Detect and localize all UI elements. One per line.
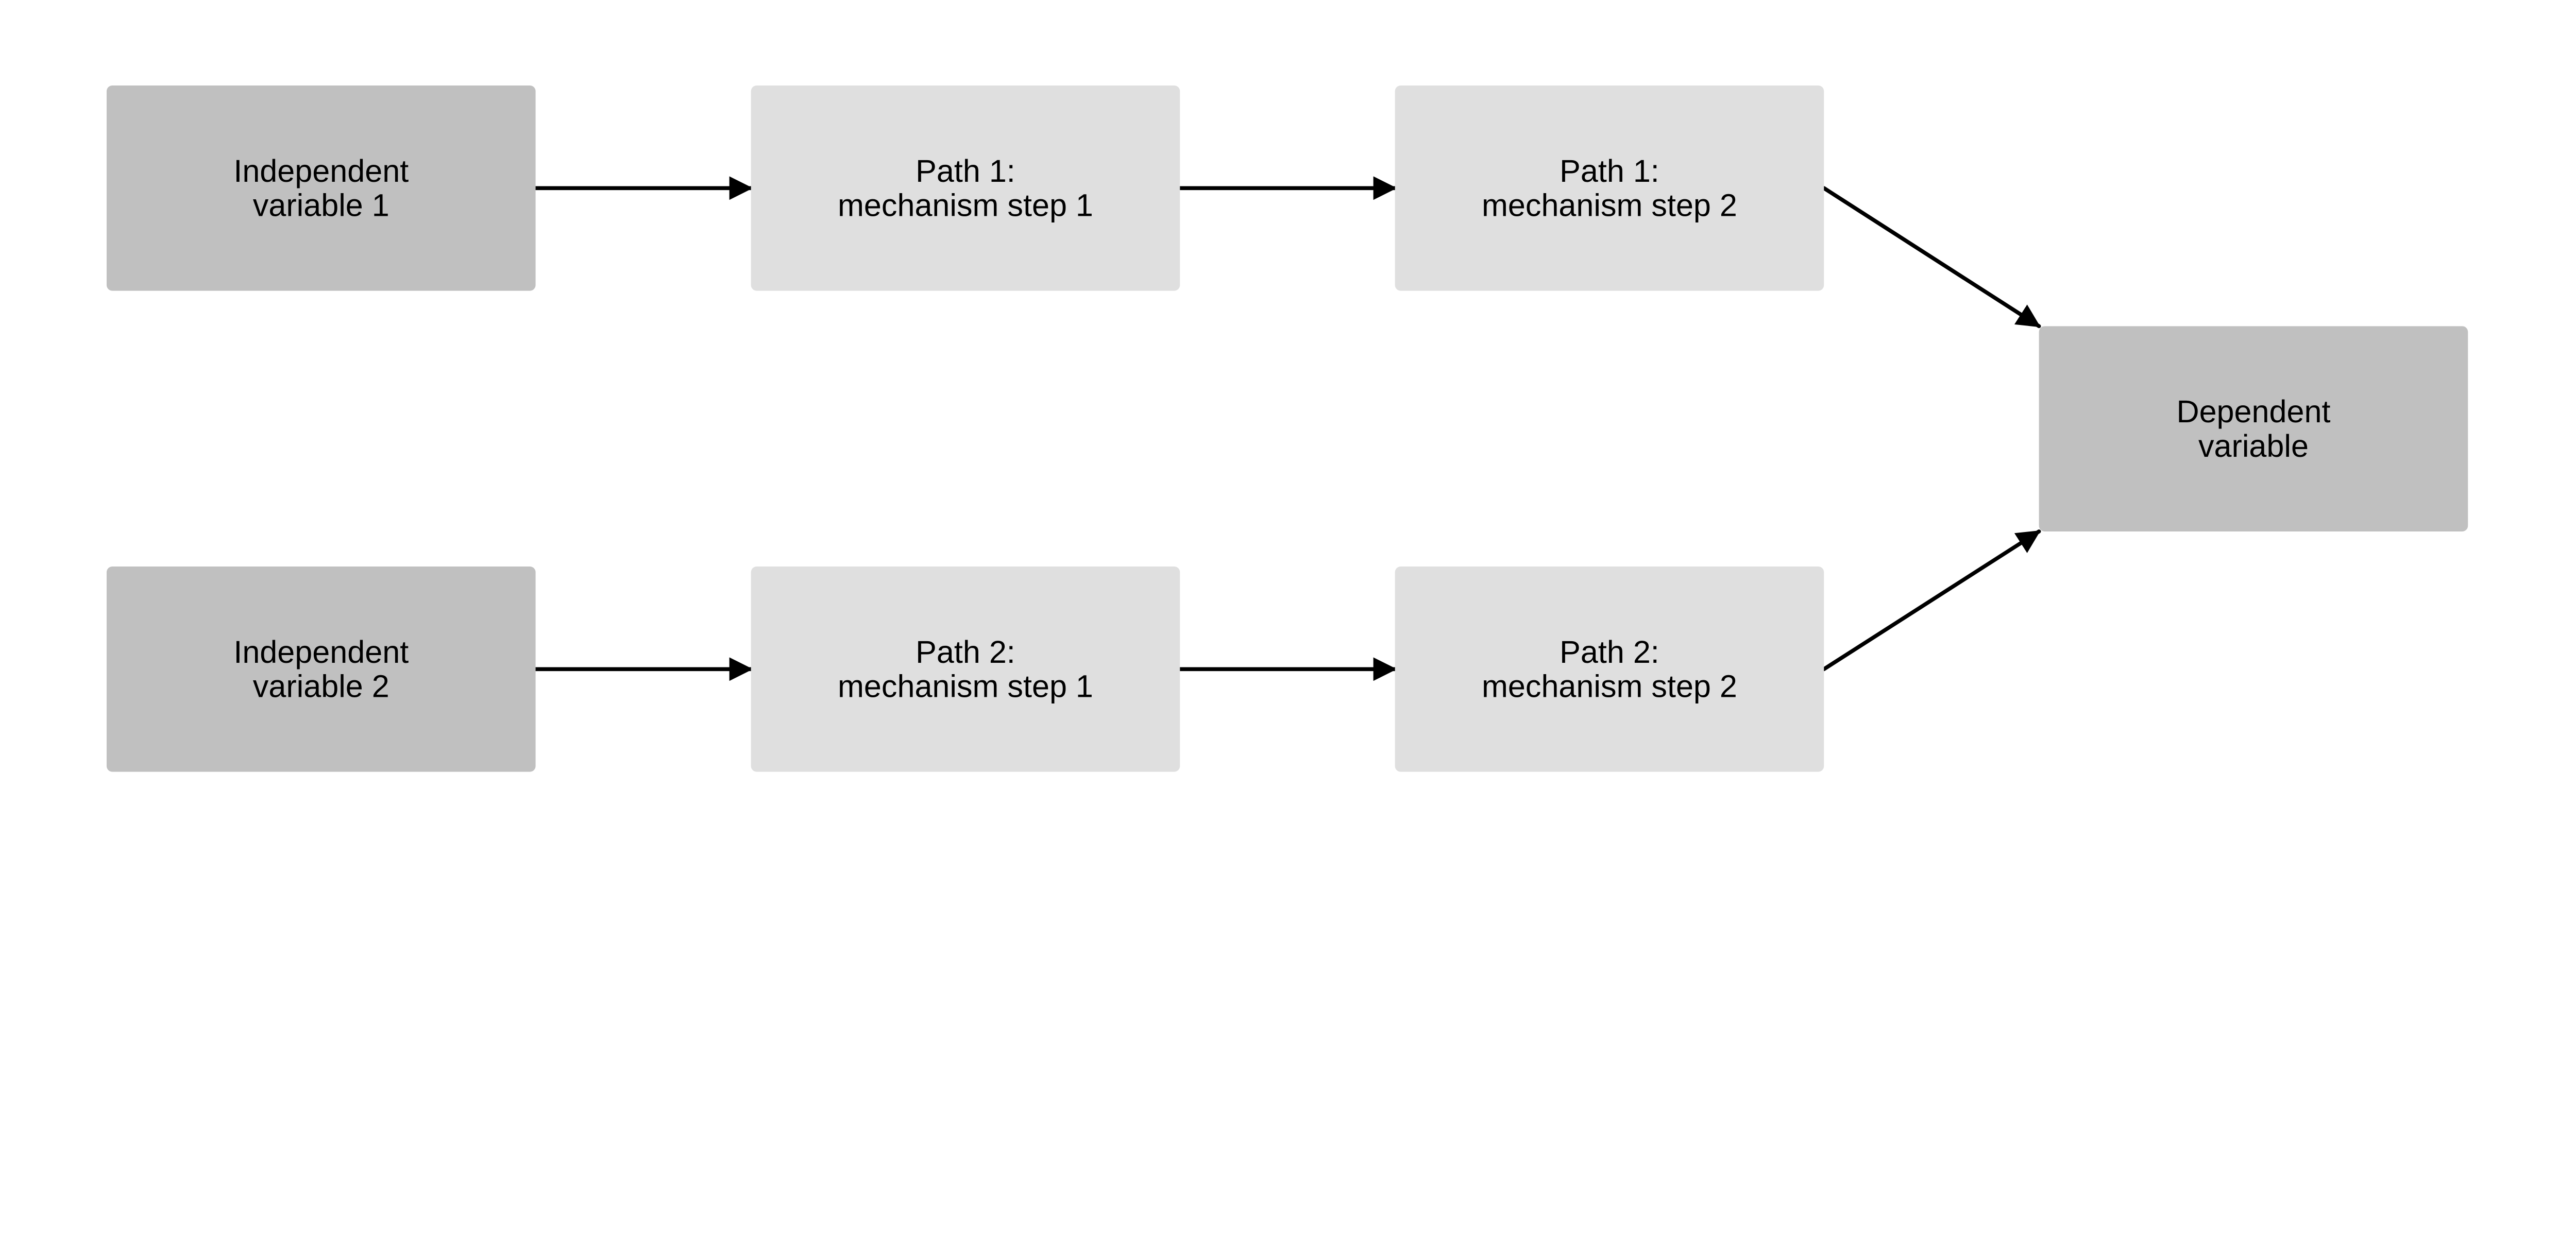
arrow-p2s2-to-dv: [1822, 529, 2041, 672]
node-label: variable 1: [253, 187, 389, 222]
arrow-p1s2-to-dv: [1822, 186, 2041, 329]
arrows-group: [533, 176, 2041, 681]
node-box: [106, 566, 536, 772]
node-label: Path 1:: [1560, 153, 1659, 188]
node-box: [751, 85, 1180, 291]
node-label: mechanism step 2: [1482, 668, 1737, 703]
node-label: Path 1:: [916, 153, 1015, 188]
node-box: [2039, 326, 2468, 531]
node-p1s1: Path 1:mechanism step 1: [751, 85, 1180, 291]
node-label: variable: [2198, 428, 2309, 464]
node-label: Dependent: [2176, 394, 2330, 429]
node-p2s1: Path 2:mechanism step 1: [751, 566, 1180, 772]
node-p2s2: Path 2:mechanism step 2: [1395, 566, 1824, 772]
node-box: [751, 566, 1180, 772]
node-label: Independent: [233, 634, 409, 670]
node-label: Path 2:: [916, 634, 1015, 670]
node-label: mechanism step 1: [838, 668, 1093, 703]
node-box: [1395, 566, 1824, 772]
node-label: mechanism step 1: [838, 187, 1093, 222]
node-label: Path 2:: [1560, 634, 1659, 670]
node-label: mechanism step 2: [1482, 187, 1737, 222]
node-p1s2: Path 1:mechanism step 2: [1395, 85, 1824, 291]
node-box: [106, 85, 536, 291]
node-label: variable 2: [253, 668, 389, 703]
node-label: Independent: [233, 153, 409, 188]
node-box: [1395, 85, 1824, 291]
